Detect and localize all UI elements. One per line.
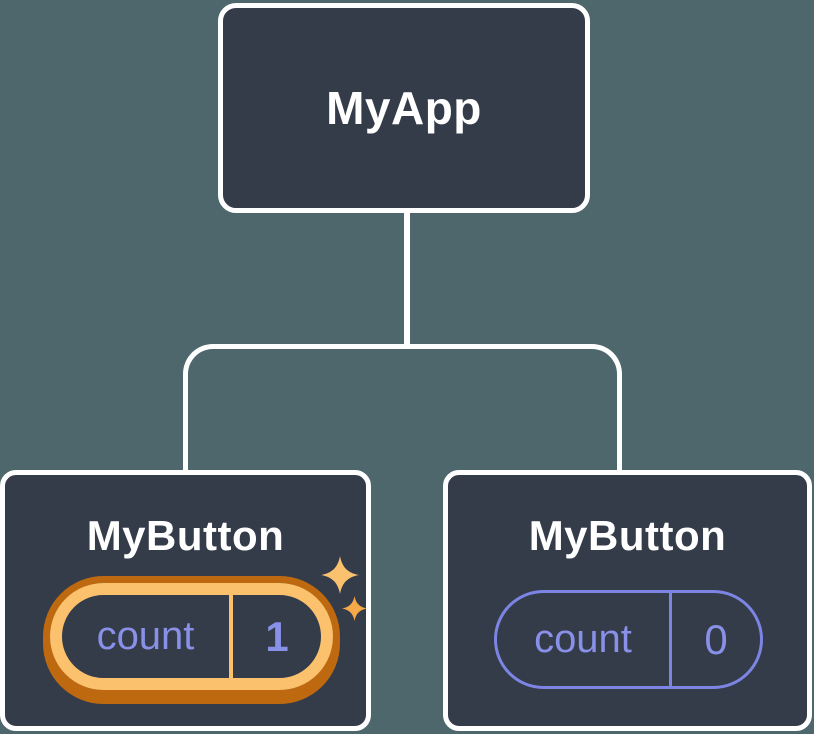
state-key-label: count [96, 614, 195, 658]
state-pill-divider [229, 595, 233, 678]
connector-bracket [183, 344, 622, 470]
sparkle-large-icon [321, 556, 359, 594]
node-myapp: MyApp [218, 3, 590, 213]
state-pill-divider [669, 593, 672, 686]
node-mybutton-idle: MyButton count 0 [443, 470, 812, 731]
node-mybutton-active-label: MyButton [86, 512, 285, 559]
state-pill-highlighted: count 1 [50, 583, 333, 690]
sparkle-small-icon [342, 596, 367, 621]
state-pill: count 0 [494, 590, 763, 689]
node-mybutton-idle-label: MyButton [528, 512, 727, 559]
state-key-label: count [534, 617, 632, 661]
connector-stem [404, 210, 410, 346]
node-mybutton-active: MyButton count 1 [0, 470, 371, 731]
node-myapp-label: MyApp [326, 82, 482, 134]
state-value: 0 [704, 615, 728, 663]
state-value: 1 [265, 612, 289, 660]
